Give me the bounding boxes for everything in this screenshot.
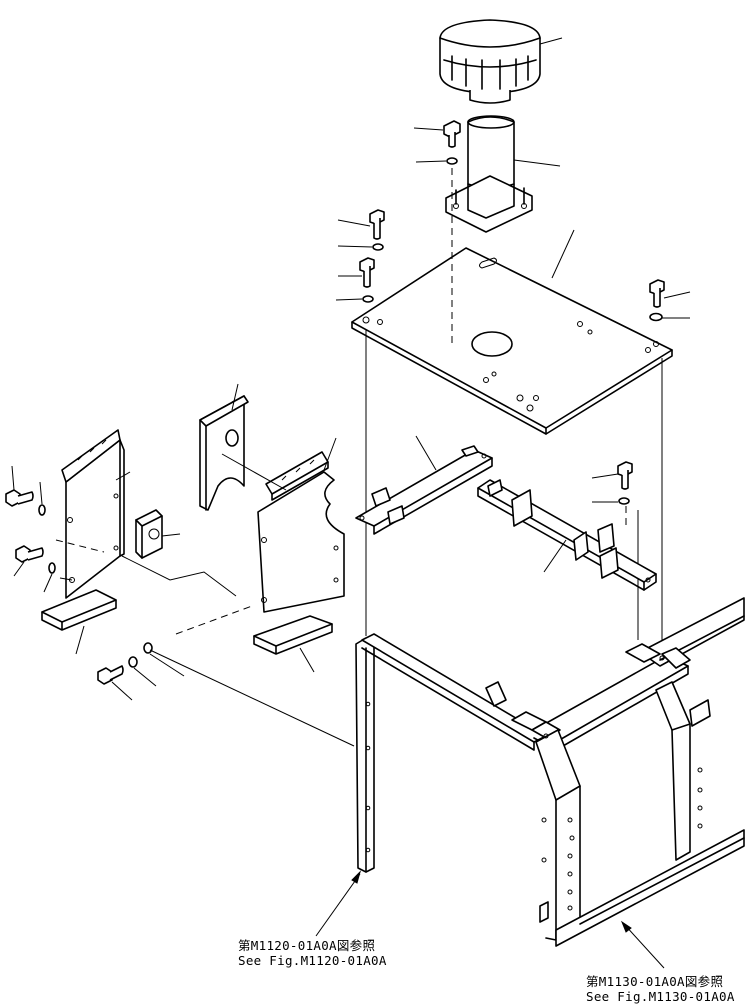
reference-arrow-2 [620, 920, 665, 969]
center-bracket [355, 445, 493, 535]
air-cleaner-cap [439, 19, 541, 104]
reference-arrow-1 [315, 870, 361, 937]
rubber-pad-left [41, 589, 117, 631]
spacer-block [135, 509, 163, 559]
pre-cleaner-tube [445, 115, 533, 233]
mid-side-plate [257, 451, 345, 613]
reference-note-fig-m1130: 第M1130-01A0A図参照 See Fig.M1130-01A0A [586, 974, 735, 1004]
rubber-pad-mid [253, 615, 333, 655]
bolt-rail [617, 461, 633, 505]
hook-bracket [199, 395, 249, 511]
bolt-tube [443, 120, 461, 165]
reference-note-jp: 第M1130-01A0A図参照 [586, 974, 724, 989]
bolts-right-of-plate [649, 279, 665, 322]
reference-note-en: See Fig.M1120-01A0A [238, 953, 387, 968]
reference-note-fig-m1120: 第M1120-01A0A図参照 See Fig.M1120-01A0A [238, 938, 387, 968]
bolts-left-of-plate [359, 209, 385, 303]
leader-cap [539, 37, 563, 45]
right-rail [477, 479, 657, 591]
reference-note-en: See Fig.M1130-01A0A [586, 989, 735, 1004]
reference-note-jp: 第M1120-01A0A図参照 [238, 938, 376, 953]
main-frame [355, 597, 745, 947]
left-bracket-plate [61, 429, 125, 599]
bolts-far-left [5, 489, 56, 574]
bolts-lower-left [97, 642, 153, 685]
top-plate [351, 247, 673, 435]
